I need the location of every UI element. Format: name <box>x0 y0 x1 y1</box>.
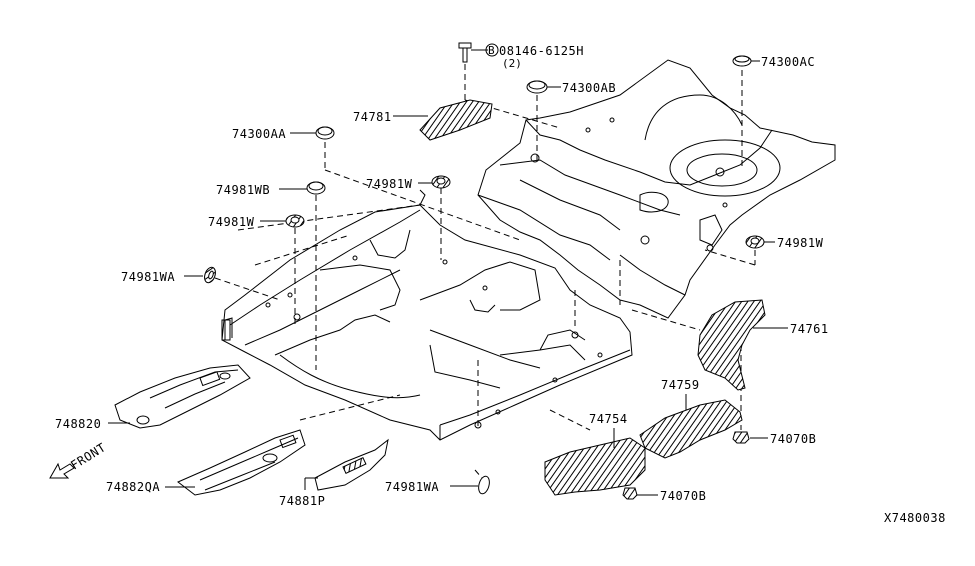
label-74882QA[interactable]: 74882QA <box>106 480 160 494</box>
front-floor-panel <box>221 189 633 441</box>
reinforcement-748820[interactable] <box>114 364 251 429</box>
label-74981WA-left[interactable]: 74981WA <box>121 270 175 284</box>
label-74070B-right[interactable]: 74070B <box>770 432 816 446</box>
label-748820[interactable]: 748820 <box>55 417 101 431</box>
grommet-74981W-mid-icon[interactable] <box>431 175 451 189</box>
grommet-74981W-left-icon[interactable] <box>285 214 305 228</box>
label-74761[interactable]: 74761 <box>790 322 829 336</box>
rear-floor-panel <box>477 59 836 319</box>
front-label: FRONT <box>68 440 108 472</box>
leader-lines <box>108 49 788 496</box>
grommet-74981W-right-icon[interactable] <box>745 235 765 249</box>
arrow-left-down-icon <box>49 462 75 479</box>
label-74070B-bottom[interactable]: 74070B <box>660 489 706 503</box>
label-74981W-right[interactable]: 74981W <box>777 236 824 250</box>
label-74300AA[interactable]: 74300AA <box>232 127 286 141</box>
label-74759[interactable]: 74759 <box>661 378 700 392</box>
nut-74070B-right-icon[interactable] <box>732 431 750 444</box>
label-74754[interactable]: 74754 <box>589 412 628 426</box>
assembly-dash-lines <box>214 64 756 479</box>
insulator-74781[interactable] <box>419 99 493 141</box>
insulator-74881P[interactable] <box>314 438 389 491</box>
heat-insulator-74754[interactable] <box>544 437 646 496</box>
diagram-code: X7480038 <box>884 511 946 525</box>
nut-74070B-bottom-icon[interactable] <box>622 487 638 500</box>
label-bolt-qty: (2) <box>502 57 522 70</box>
reinforcement-74882QA[interactable] <box>177 429 306 496</box>
label-74981WA-bottom[interactable]: 74981WA <box>385 480 439 494</box>
label-08146-6125H[interactable]: 08146-6125H <box>499 44 584 58</box>
plug-74300AB-icon[interactable] <box>526 80 548 94</box>
svg-text:B: B <box>488 44 495 57</box>
label-74981W-mid[interactable]: 74981W <box>366 177 413 191</box>
plug-74981WA-bottom-icon[interactable] <box>477 475 491 495</box>
bolt-symbol: B <box>485 43 499 57</box>
label-74300AC[interactable]: 74300AC <box>761 55 815 69</box>
front-direction-indicator: FRONT <box>49 440 108 479</box>
bolt-icon[interactable] <box>458 42 472 63</box>
heat-insulator-74759[interactable] <box>639 399 743 459</box>
label-74881P[interactable]: 74881P <box>279 494 325 508</box>
plug-74300AC-icon[interactable] <box>732 55 752 67</box>
plug-74300AA-icon[interactable] <box>315 126 335 140</box>
label-74981W-left[interactable]: 74981W <box>208 215 255 229</box>
label-74300AB[interactable]: 74300AB <box>562 81 616 95</box>
labels: B 08146-6125H (2) 74300AB 74300AC 74781 … <box>55 43 946 525</box>
heat-insulator-74761[interactable] <box>697 299 766 391</box>
grommet-74981WA-left-icon[interactable] <box>203 266 218 284</box>
label-74781[interactable]: 74781 <box>353 110 392 124</box>
plug-74981WB-icon[interactable] <box>306 181 326 195</box>
label-74981WB[interactable]: 74981WB <box>216 183 270 197</box>
